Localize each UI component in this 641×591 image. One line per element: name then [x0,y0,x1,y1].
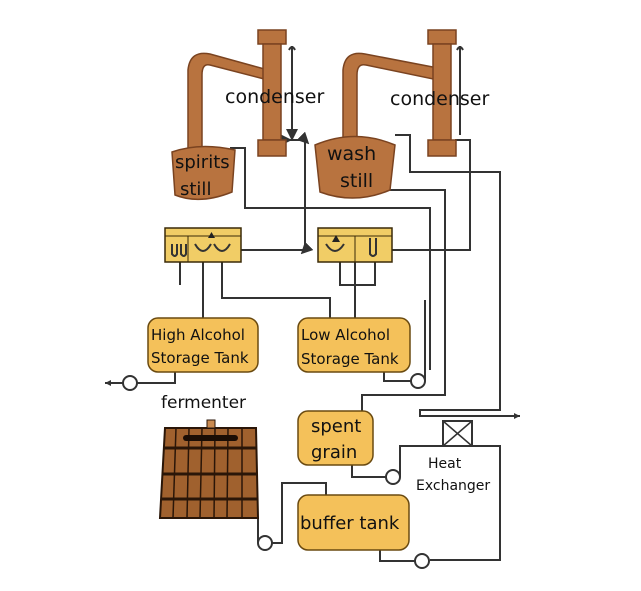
wash-still-pot [314,135,396,199]
condenser-cap [257,29,287,45]
high-alcohol-label-1: High Alcohol [151,326,245,344]
spent-grain-tank [297,410,374,466]
spirit-safe-right [317,227,393,263]
wash-still-unit [314,29,457,199]
spirits-still-unit [171,29,287,201]
low-alcohol-storage-tank [297,317,411,373]
pump-icon [385,469,401,485]
heat-exchanger-label-1: Heat [428,456,462,472]
spirits-still-label-2: still [180,179,211,200]
pump-icon [257,535,273,551]
pump-icon [122,375,138,391]
spirits-still-label-1: spirits [175,152,230,173]
fermenter-vessel [158,419,260,519]
buffer-tank-label: buffer tank [300,513,400,534]
high-alcohol-storage-tank [147,317,259,373]
high-alcohol-label-2: Storage Tank [151,349,249,367]
low-alcohol-label-1: Low Alcohol [301,326,390,344]
wash-still-label-1: wash [327,143,376,165]
heat-exchanger [442,420,473,447]
wash-still-label-2: still [340,170,373,192]
buffer-tank [297,494,410,551]
pump-icon [410,373,426,389]
spent-grain-label-2: grain [311,442,357,463]
spirit-safe-left [164,227,242,263]
heat-exchanger-label-2: Exchanger [416,478,490,494]
low-alcohol-label-2: Storage Tank [301,350,399,368]
condenser-right-label: condenser [390,88,489,110]
fermenter-label: fermenter [161,393,246,413]
spent-grain-label-1: spent [311,416,361,437]
pump-icon [414,553,430,569]
spirits-still-pot [171,145,236,201]
condenser-left-label: condenser [225,86,324,108]
